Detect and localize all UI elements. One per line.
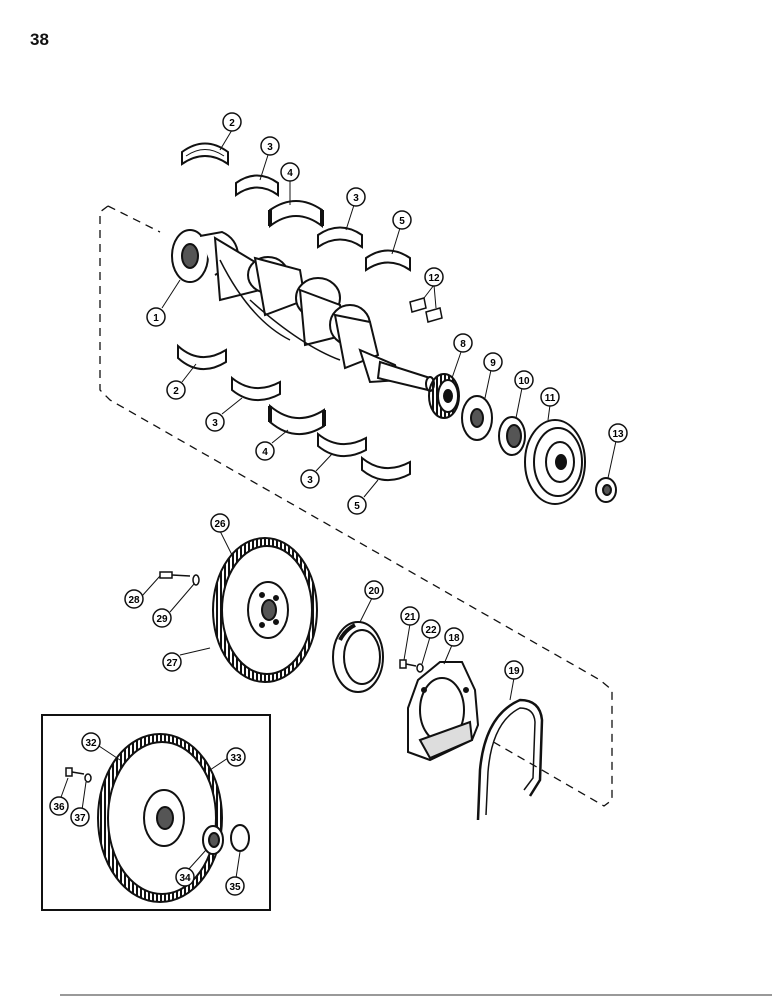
- callout-2-lower: 2: [166, 380, 186, 400]
- svg-text:33: 33: [230, 753, 242, 764]
- inset-washer-37: [84, 773, 92, 783]
- main-bearing-upper-5: [365, 249, 411, 272]
- main-bearing-upper-2: [181, 142, 229, 166]
- page-number: 38: [30, 30, 49, 49]
- svg-text:2: 2: [229, 118, 235, 129]
- svg-text:27: 27: [166, 658, 178, 669]
- crankshaft-pulley-11: [524, 419, 586, 505]
- callout-4-lower: 4: [255, 441, 275, 461]
- crankshaft-group-boundary: [99, 205, 613, 807]
- thrust-bearing-lower-4: [268, 403, 326, 435]
- callout-2-upper: 2: [222, 112, 242, 132]
- crankshaft-gear-8: [428, 373, 460, 419]
- inset-box: [41, 714, 271, 911]
- callout-3-lower-a: 3: [205, 412, 225, 432]
- retainer-bolt-21: [399, 659, 417, 669]
- callout-34: 34: [175, 867, 195, 887]
- svg-text:3: 3: [267, 142, 273, 153]
- retainer-washer-22: [416, 663, 424, 673]
- snap-ring-35: [230, 824, 250, 852]
- callout-5-upper: 5: [392, 210, 412, 230]
- main-bearing-lower-2: [177, 343, 227, 370]
- callout-12: 12: [424, 267, 444, 287]
- svg-text:29: 29: [156, 614, 168, 625]
- callout-3-upper-b: 3: [346, 187, 366, 207]
- svg-text:9: 9: [490, 358, 496, 369]
- callout-35: 35: [225, 876, 245, 896]
- pilot-bearing-34: [202, 825, 224, 855]
- callout-11: 11: [540, 387, 560, 407]
- callout-3-lower-b: 3: [300, 469, 320, 489]
- callout-4-upper: 4: [280, 162, 300, 182]
- rear-seal-20: [332, 621, 384, 693]
- svg-text:37: 37: [74, 813, 86, 824]
- svg-text:3: 3: [353, 193, 359, 204]
- svg-text:26: 26: [214, 519, 226, 530]
- flywheel-26: [212, 537, 318, 683]
- main-bearing-lower-3a: [231, 375, 281, 401]
- callout-10: 10: [514, 370, 534, 390]
- thrust-bearing-upper-4: [268, 200, 324, 229]
- callout-19: 19: [504, 660, 524, 680]
- svg-text:1: 1: [153, 313, 159, 324]
- svg-text:28: 28: [128, 595, 140, 606]
- svg-text:3: 3: [307, 475, 313, 486]
- main-bearing-lower-5: [361, 455, 411, 481]
- svg-text:32: 32: [85, 738, 97, 749]
- flywheel-bolt-28: [159, 571, 191, 579]
- callout-27: 27: [162, 652, 182, 672]
- callout-33: 33: [226, 747, 246, 767]
- retainer-gasket-19: [476, 698, 544, 821]
- svg-text:19: 19: [508, 666, 520, 677]
- main-bearing-upper-3b: [317, 226, 363, 249]
- svg-text:20: 20: [368, 586, 380, 597]
- svg-text:8: 8: [460, 339, 466, 350]
- callout-37: 37: [70, 807, 90, 827]
- main-bearing-upper-3a: [235, 174, 279, 197]
- pulley-nut-13: [595, 477, 617, 503]
- callout-20: 20: [364, 580, 384, 600]
- svg-text:22: 22: [425, 625, 437, 636]
- front-seal-10: [498, 416, 526, 456]
- svg-text:3: 3: [212, 418, 218, 429]
- svg-text:10: 10: [518, 376, 530, 387]
- svg-text:5: 5: [354, 501, 360, 512]
- callout-9: 9: [483, 352, 503, 372]
- svg-text:34: 34: [179, 873, 191, 884]
- callout-22: 22: [421, 619, 441, 639]
- inset-bolt-36: [65, 767, 85, 777]
- oil-slinger-9: [461, 395, 493, 441]
- leader-lines: [59, 129, 617, 879]
- callout-36: 36: [49, 796, 69, 816]
- svg-text:5: 5: [399, 216, 405, 227]
- svg-text:11: 11: [545, 393, 556, 404]
- crankshaft: [171, 229, 435, 392]
- flywheel-washer-29: [192, 574, 200, 586]
- callout-26: 26: [210, 513, 230, 533]
- svg-text:18: 18: [448, 633, 460, 644]
- flywheel-ring-gear-32-33: [97, 733, 223, 903]
- callout-5-lower: 5: [347, 495, 367, 515]
- callout-21: 21: [400, 606, 420, 626]
- callout-13: 13: [608, 423, 628, 443]
- callout-8: 8: [453, 333, 473, 353]
- woodruff-keys-12: [409, 297, 443, 323]
- callout-3-upper-a: 3: [260, 136, 280, 156]
- callout-18: 18: [444, 627, 464, 647]
- main-bearing-lower-3b: [317, 431, 367, 457]
- svg-text:35: 35: [229, 882, 241, 893]
- svg-text:13: 13: [612, 429, 624, 440]
- callout-32: 32: [81, 732, 101, 752]
- svg-text:21: 21: [404, 612, 416, 623]
- callout-29: 29: [152, 608, 172, 628]
- seal-retainer-18: [407, 661, 480, 762]
- svg-text:36: 36: [53, 802, 65, 813]
- svg-text:12: 12: [428, 273, 440, 284]
- svg-text:4: 4: [262, 447, 268, 458]
- callout-1: 1: [146, 307, 166, 327]
- callout-28: 28: [124, 589, 144, 609]
- svg-text:2: 2: [173, 386, 179, 397]
- svg-text:4: 4: [287, 168, 293, 179]
